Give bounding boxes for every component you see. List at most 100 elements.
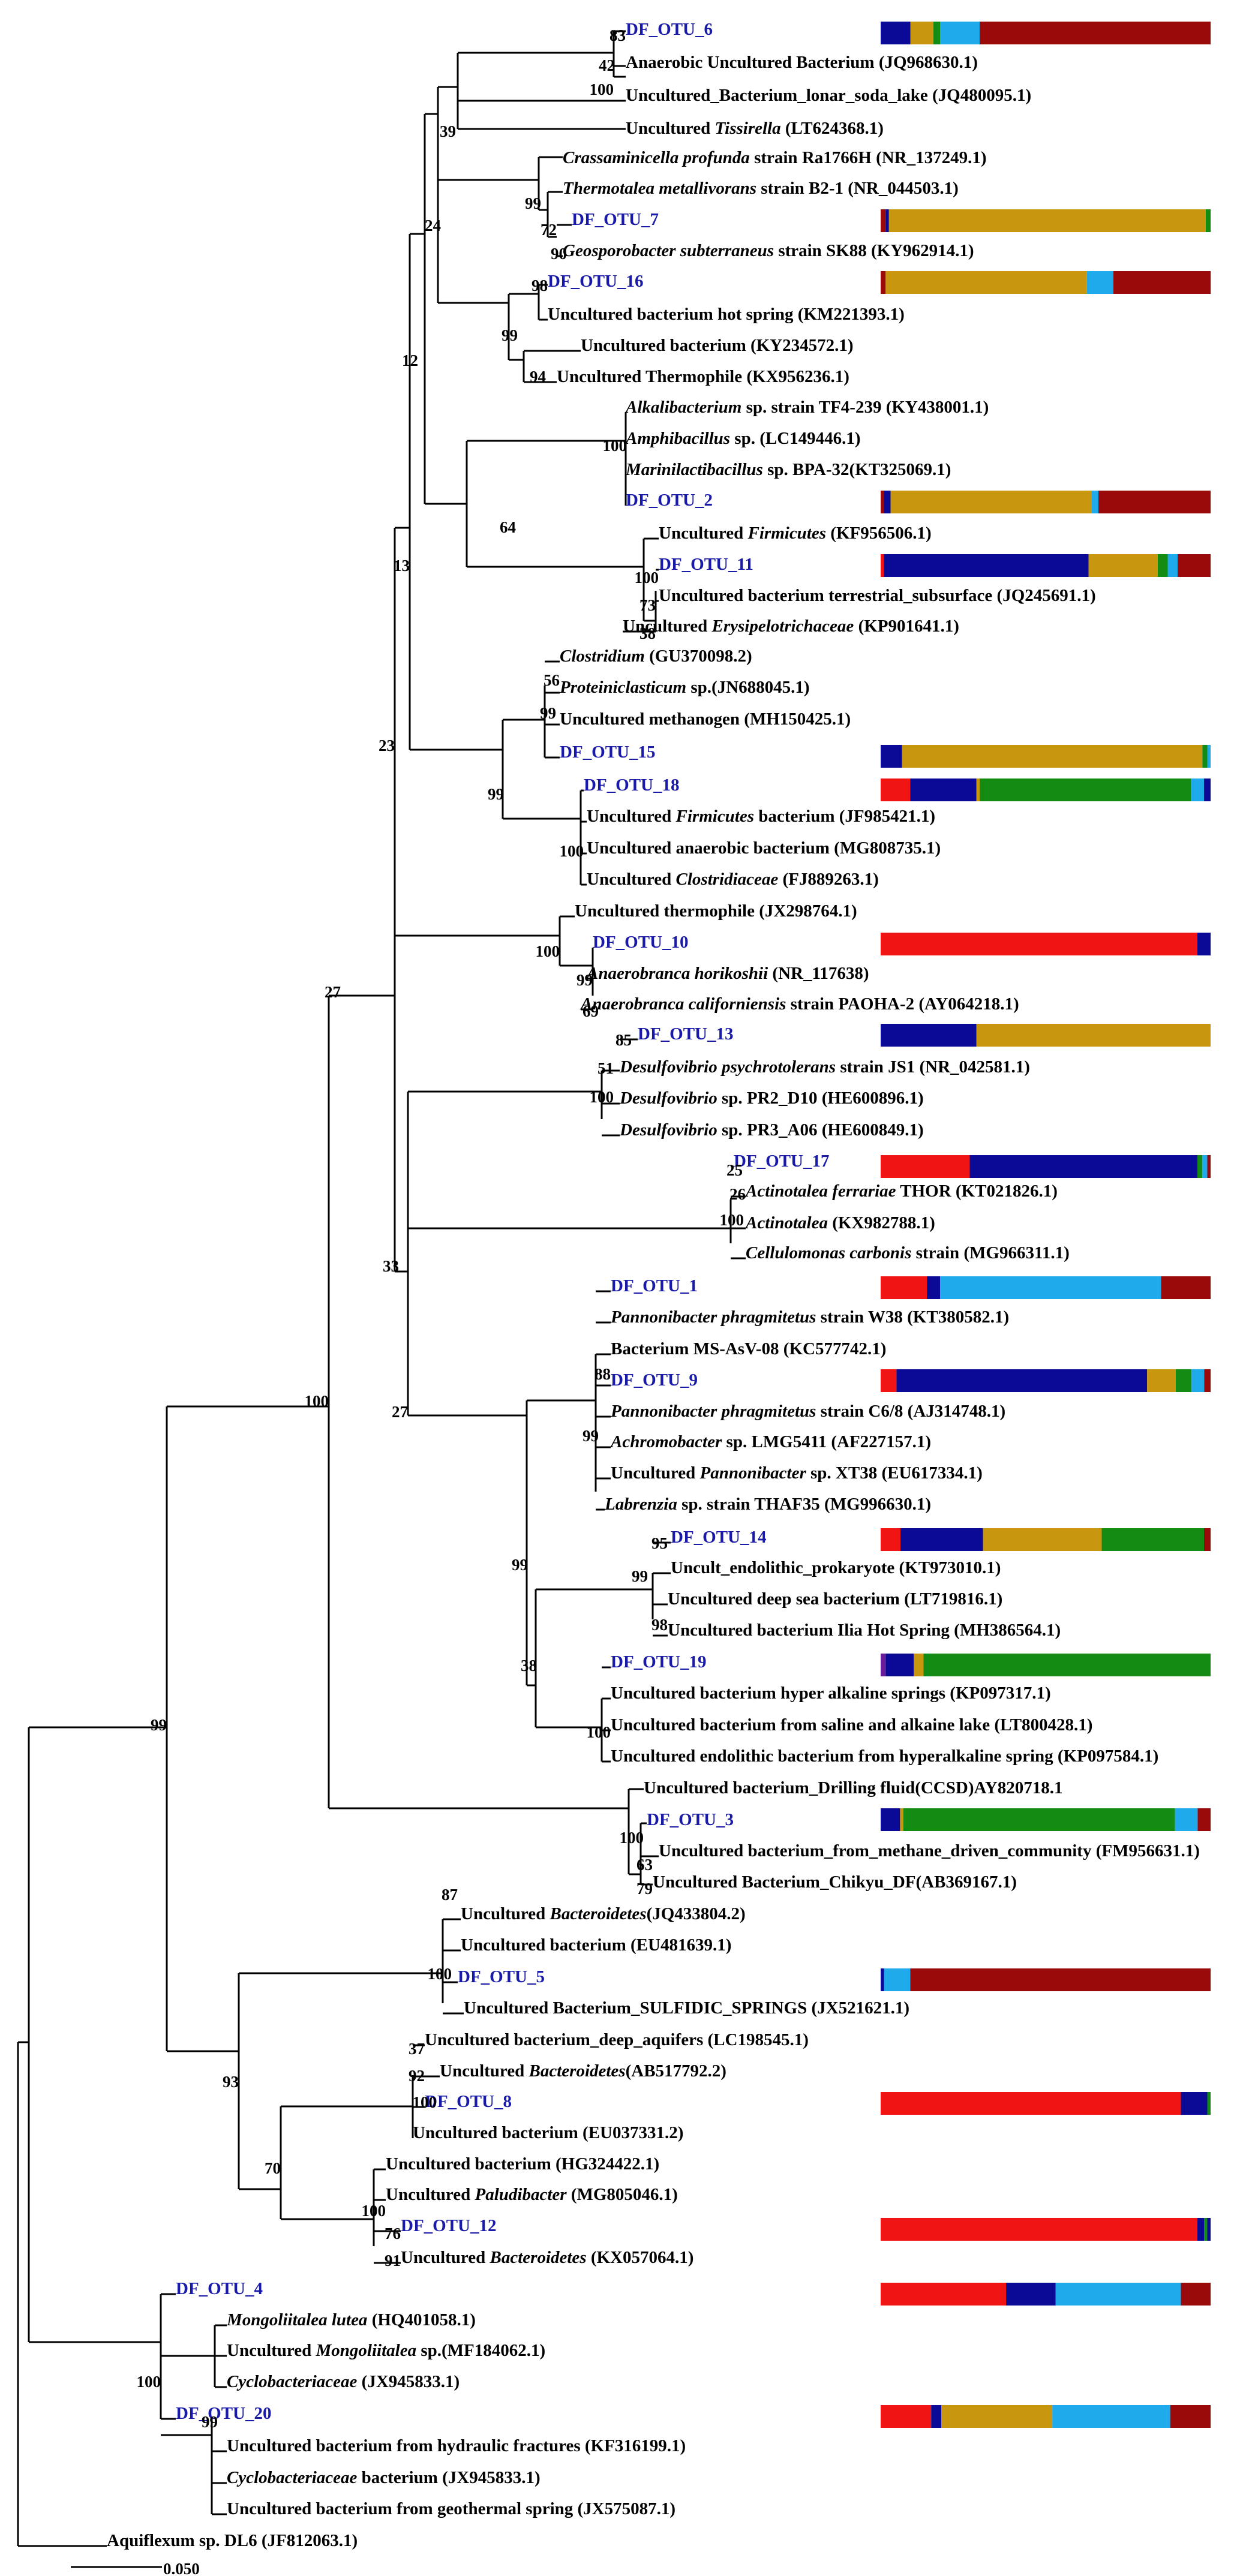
leaf-label-segment: strain W38 (KT380582.1) xyxy=(816,1307,1009,1327)
leaf-label-segment: DF_OTU_17 xyxy=(734,1152,830,1171)
leaf-label-segment: Labrenzia xyxy=(604,1495,677,1514)
tree-branch xyxy=(639,1822,659,1886)
bootstrap-value: 88 xyxy=(595,1365,611,1383)
leaf-label: Uncultured Bacteroidetes(AB517792.2) xyxy=(440,2061,726,2081)
otu-label: DF_OTU_3 xyxy=(647,1810,734,1829)
leaf-label: Amphibacillus sp. (LC149446.1) xyxy=(624,429,861,448)
abundance-segment xyxy=(1207,2092,1211,2115)
leaf-label: Uncultured bacterium hot spring (KM22139… xyxy=(548,305,905,324)
abundance-segment xyxy=(1197,2218,1204,2241)
leaf-label-segment: sp.(MF184062.1) xyxy=(416,2341,545,2360)
scale-bar-label: 0.050 xyxy=(163,2560,200,2576)
bootstrap-value: 39 xyxy=(440,122,456,140)
abundance-segment xyxy=(980,22,1211,44)
leaf-label: Labrenzia sp. strain THAF35 (MG996630.1) xyxy=(604,1495,931,1514)
leaf-label: Pannonibacter phragmitetus strain C6/8 (… xyxy=(610,1402,1005,1421)
leaf-label-segment: Uncultured deep sea bacterium (LT719816.… xyxy=(668,1589,1002,1609)
leaf-label: Mongoliitalea lutea (HQ401058.1) xyxy=(226,2310,476,2329)
abundance-bar xyxy=(881,22,1211,44)
tree-branch xyxy=(410,720,504,819)
bootstrap-value: 69 xyxy=(583,1002,599,1020)
leaf-label: Aquiflexum sp. DL6 (JF812063.1) xyxy=(107,2531,358,2550)
leaf-label-segment: Uncultured bacterium (KY234572.1) xyxy=(581,336,854,355)
tree-branch xyxy=(28,1727,161,2343)
leaf-label-segment: Uncultured bacterium from geothermal spr… xyxy=(227,2499,675,2518)
leaf-label: Actinotalea (KX982788.1) xyxy=(744,1213,935,1233)
bootstrap-value: 51 xyxy=(598,1059,614,1077)
leaf-label-segment: Bacteroidetes xyxy=(490,2248,587,2267)
tree-branch xyxy=(438,156,563,210)
abundance-segment xyxy=(881,1808,900,1831)
leaf-label-segment: Desulfovibrio xyxy=(619,1089,717,1108)
bootstrap-value: 100 xyxy=(362,2202,386,2220)
leaf-label-segment: bacterium (JF985421.1) xyxy=(754,807,935,826)
abundance-segment xyxy=(910,778,977,801)
bootstrap-value: 25 xyxy=(726,1161,743,1179)
abundance-segment xyxy=(1178,554,1211,577)
abundance-bar xyxy=(881,271,1211,294)
leaf-label-segment: Uncultured Thermophile (KX956236.1) xyxy=(557,367,849,386)
leaf-label-segment: strain SK88 (KY962914.1) xyxy=(774,241,974,260)
tree-branch xyxy=(527,1541,671,1727)
leaf-label: Marinilactibacillus sp. BPA-32(KT325069.… xyxy=(625,460,951,479)
abundance-segment xyxy=(896,1369,1148,1392)
leaf-label-segment: bacterium (JX945833.1) xyxy=(357,2468,540,2487)
tree-branch xyxy=(596,1415,611,1511)
leaf-label-segment: Uncultured_Bacterium_lonar_soda_lake (JQ… xyxy=(626,86,1031,105)
leaf-label-segment: DF_OTU_4 xyxy=(176,2279,263,2298)
otu-label: DF_OTU_9 xyxy=(611,1370,698,1390)
abundance-segment xyxy=(1204,1369,1211,1392)
leaf-label: Uncultured Clostridiaceae (FJ889263.1) xyxy=(587,870,879,889)
bootstrap-value: 100 xyxy=(587,1723,611,1741)
leaf-label-segment: Uncultured bacterium from hydraulic frac… xyxy=(227,2436,686,2455)
tree-branch xyxy=(623,569,659,633)
bootstrap-value: 99 xyxy=(502,326,518,344)
bootstrap-value: 100 xyxy=(305,1392,329,1410)
bootstrap-value: 76 xyxy=(385,2225,401,2243)
abundance-segment xyxy=(881,554,884,577)
leaf-label-segment: Firmicutes xyxy=(747,524,827,543)
leaf-label-segment: strain PAOHA-2 (AY064218.1) xyxy=(786,994,1019,1014)
tree-branch xyxy=(560,948,594,1011)
abundance-bar xyxy=(881,778,1211,801)
abundance-segment xyxy=(881,1276,927,1299)
abundance-segment xyxy=(931,2405,941,2428)
abundance-bar xyxy=(881,554,1211,577)
bootstrap-value: 64 xyxy=(500,518,516,536)
leaf-label-segment: Uncultured xyxy=(227,2341,316,2360)
bootstrap-value: 27 xyxy=(325,983,341,1001)
leaf-label-segment: Uncult_endolithic_prokaryote (KT973010.1… xyxy=(671,1558,1001,1577)
leaf-label: Uncultured bacterium hyper alkaline spri… xyxy=(611,1684,1051,1703)
leaf-label-segment: Uncultured Bacterium_Chikyu_DF(AB369167.… xyxy=(653,1872,1017,1892)
abundance-segment xyxy=(884,1968,911,1991)
otu-label: DF_OTU_15 xyxy=(560,743,656,762)
leaf-label-segment: Uncultured xyxy=(587,870,676,889)
abundance-segment xyxy=(940,1276,1161,1299)
abundance-bar xyxy=(881,1528,1211,1551)
leaf-label-segment: Aquiflexum sp. DL6 (JF812063.1) xyxy=(107,2531,358,2550)
abundance-segment xyxy=(1098,491,1211,513)
leaf-label-segment: (HQ401058.1) xyxy=(367,2310,475,2329)
leaf-label-segment: DF_OTU_7 xyxy=(572,210,659,229)
leaf-label-segment: Uncultured thermophile (JX298764.1) xyxy=(575,901,857,921)
abundance-segment xyxy=(1055,2283,1181,2306)
leaf-label-segment: Erysipelotrichaceae xyxy=(711,617,854,636)
leaf-label-segment: Amphibacillus xyxy=(624,429,730,448)
bootstrap-value: 99 xyxy=(202,2413,218,2431)
leaf-label-segment: (JX945833.1) xyxy=(357,2372,460,2391)
leaf-label: Uncultured Tissirella (LT624368.1) xyxy=(626,119,884,138)
leaf-label-segment: (NR_117638) xyxy=(768,964,869,983)
abundance-segment xyxy=(884,491,891,513)
leaf-label-segment: DF_OTU_10 xyxy=(593,933,689,952)
otu-label: DF_OTU_12 xyxy=(401,2216,497,2235)
leaf-label-segment: strain C6/8 (AJ314748.1) xyxy=(816,1402,1005,1421)
leaf-label: Uncultured Bacteroidetes(JQ433804.2) xyxy=(461,1904,746,1923)
leaf-label: Uncultured Bacteroidetes (KX057064.1) xyxy=(401,2248,693,2267)
scale-bar: 0.050 xyxy=(71,2560,200,2576)
leaf-label-segment: Geosporobacter subterraneus xyxy=(563,241,774,260)
abundance-segment xyxy=(1175,1808,1198,1831)
abundance-bar xyxy=(881,745,1211,768)
bootstrap-value: 92 xyxy=(409,2067,425,2085)
tree-branch xyxy=(160,2293,227,2419)
